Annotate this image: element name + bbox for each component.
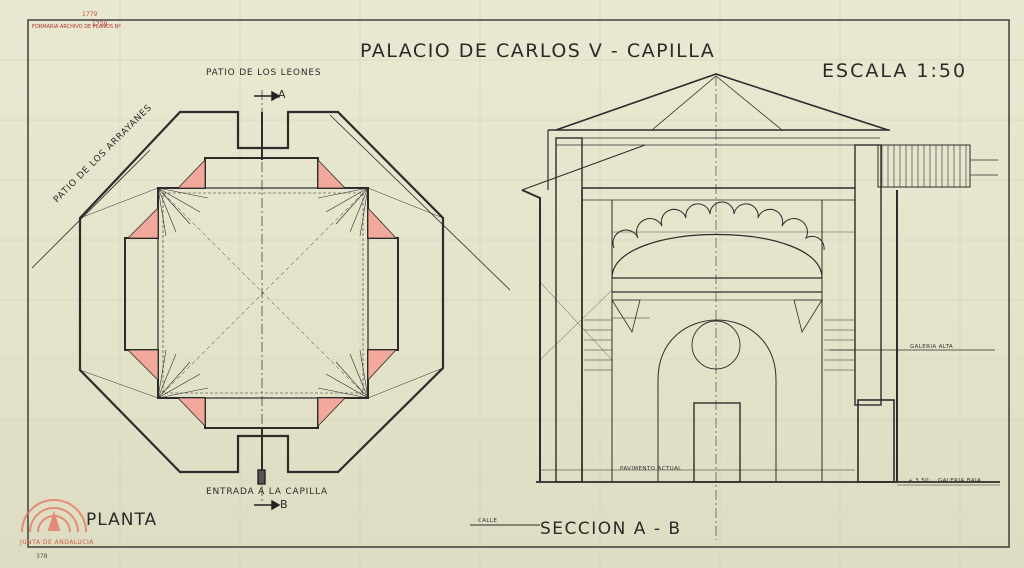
drawing-title: PALACIO DE CARLOS V - CAPILLA [360,40,716,62]
gallery-low-label: GALERIA BAJA [938,478,982,484]
institution-label: JUNTA DE ANDALUCIA [20,539,94,546]
label-entrada-capilla: ENTRADA A LA CAPILLA [206,487,328,497]
floor-label: PAVIMENTO ACTUAL [620,466,682,472]
section-arrows [254,90,281,511]
junta-andalucia-logo [21,499,87,533]
gallery-high-label: GALERIA ALTA [910,344,954,350]
street-label: CALLE [478,518,498,524]
sheet-border [27,19,1010,548]
section-caption: SECCION A - B [540,519,682,539]
archive-number: 1779 [92,21,108,28]
section-marker-a: A [278,88,286,101]
plan-caption: PLANTA [86,510,158,530]
archive-label: FORMARIA ARCHIVO DE PLANOS Nº [32,24,121,30]
plan-highlights [127,159,397,427]
label-patio-leones: PATIO DE LOS LEONES [206,68,322,78]
plan-squinches [157,187,369,399]
level-label: + 3,50 [908,478,930,484]
section-drawing [470,73,1000,540]
stamp-number: 1779 [82,11,98,18]
sheet-number: 378 [36,553,48,560]
plan-drawing [31,90,511,505]
drawing-scale: ESCALA 1:50 [822,60,968,82]
section-marker-b: B [280,498,288,511]
